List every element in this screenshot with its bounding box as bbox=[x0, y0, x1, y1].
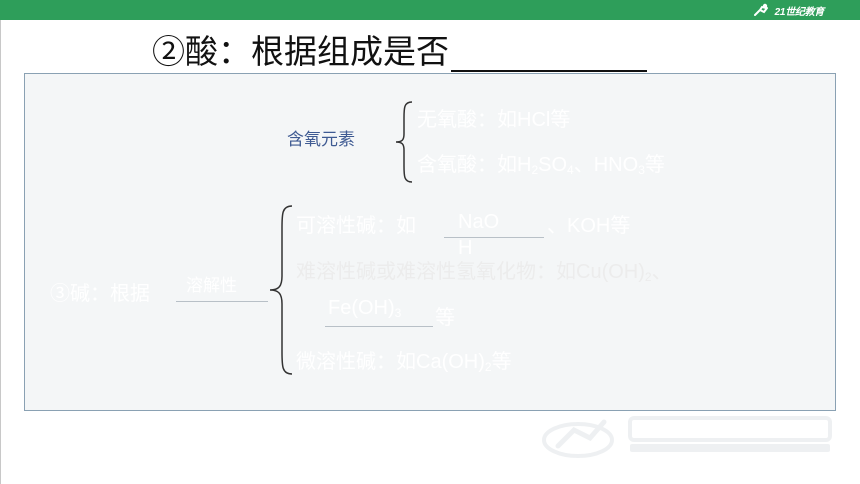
acid-criterion-label: 含氧元素 bbox=[287, 130, 355, 150]
slide-left-edge bbox=[0, 20, 1, 484]
acid-heading-text: ②酸：根据组成是否 bbox=[152, 32, 449, 71]
brand-logo-text: 21世纪教育 bbox=[774, 6, 825, 18]
oxyacid-sub-1: 2 bbox=[531, 163, 539, 177]
oxyacid-text-2: SO bbox=[538, 154, 568, 176]
top-header-bar: 21世纪教育 bbox=[0, 0, 860, 20]
slightly-soluble-base-sub: 2 bbox=[484, 360, 492, 374]
acid-brace bbox=[395, 101, 413, 183]
oxyacid-text-4: 等 bbox=[644, 154, 665, 176]
slightly-soluble-base-line: 微溶性碱：如Ca(OH)2等 bbox=[296, 350, 512, 374]
slightly-soluble-base-text: 微溶性碱：如Ca(OH) bbox=[296, 351, 485, 373]
oxyacid-sub-3: 3 bbox=[638, 163, 645, 177]
anaerobic-acid-item: 无氧酸：如HCl等 bbox=[417, 108, 570, 132]
oxyacid-text-3: 、HNO bbox=[573, 154, 639, 176]
oxyacid-item: 含氧酸：如H2SO4、HNO3等 bbox=[417, 153, 665, 177]
insoluble-base-suffix: 等 bbox=[435, 307, 455, 329]
soluble-base-blank bbox=[444, 237, 544, 238]
acid-heading: ②酸：根据组成是否 bbox=[152, 28, 647, 72]
insoluble-base-tail: 、 bbox=[651, 261, 672, 283]
insoluble-base-sub: 2 bbox=[644, 270, 652, 284]
anaerobic-acid-text: 无氧酸：如HCl等 bbox=[417, 109, 571, 131]
runner-logo-icon bbox=[753, 3, 768, 16]
insoluble-base-answer-text: Fe(OH) bbox=[328, 297, 395, 319]
soluble-base-prefix: 可溶性碱：如 bbox=[296, 215, 416, 237]
brand-logo: 21世纪教育 bbox=[752, 2, 824, 18]
base-criterion-answer: 溶解性 bbox=[186, 276, 237, 295]
slightly-soluble-base-suffix: 等 bbox=[491, 351, 512, 373]
soluble-base-suffix: 、KOH等 bbox=[547, 215, 631, 237]
watermark-logo-icon bbox=[542, 416, 832, 458]
oxyacid-text-1: 含氧酸：如H bbox=[417, 154, 532, 176]
acid-heading-blank bbox=[451, 36, 647, 72]
content-panel bbox=[24, 73, 836, 411]
insoluble-base-line: 难溶性碱或难溶性氢氧化物：如Cu(OH)2、 bbox=[296, 260, 672, 284]
base-criterion-blank bbox=[176, 301, 268, 302]
base-lead: ③碱：根据 bbox=[50, 283, 150, 305]
soluble-base-answer-1: NaO bbox=[458, 211, 500, 233]
insoluble-base-answer-sub: 3 bbox=[394, 306, 402, 320]
insoluble-base-text: 难溶性碱或难溶性氢氧化物：如Cu(OH) bbox=[296, 261, 645, 283]
oxyacid-sub-2: 4 bbox=[567, 163, 574, 177]
insoluble-base-blank bbox=[325, 326, 433, 327]
insoluble-base-answer: Fe(OH)3 bbox=[328, 296, 401, 320]
base-brace bbox=[269, 205, 293, 375]
soluble-base-answer-2: H bbox=[458, 237, 473, 259]
